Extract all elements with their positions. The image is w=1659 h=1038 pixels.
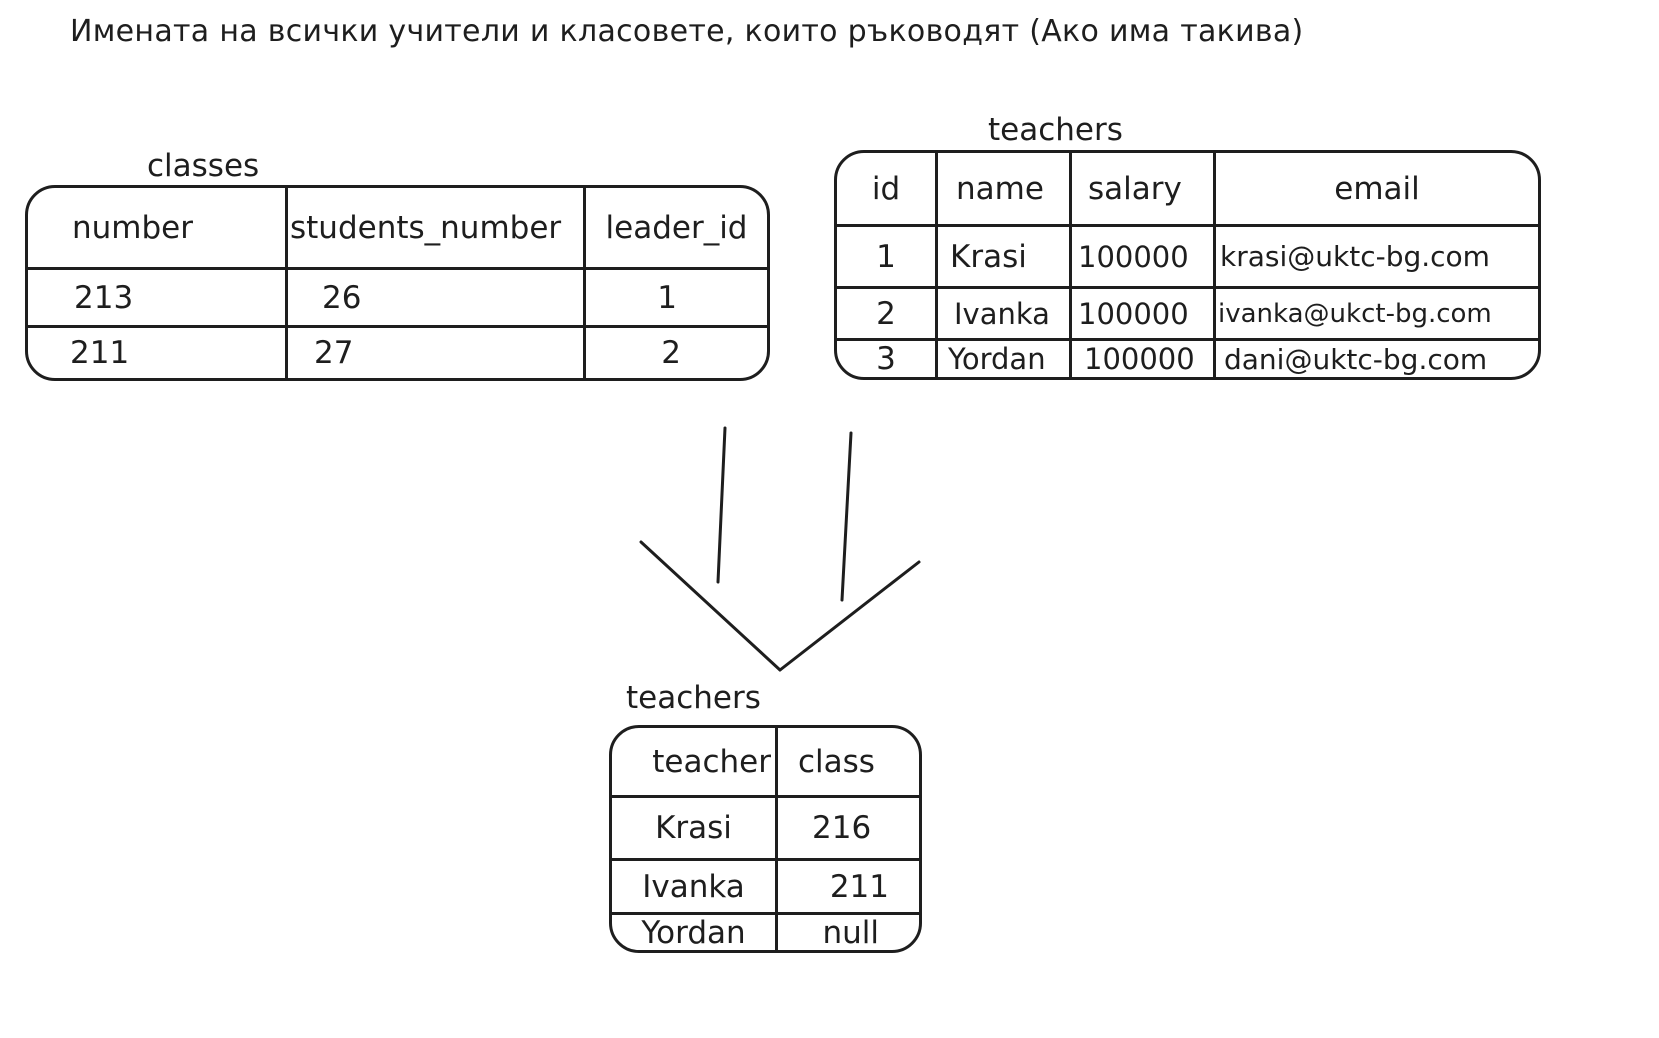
teachers-cell: dani@uktc-bg.com [1224, 342, 1488, 376]
teachers-header-salary: salary [1072, 153, 1216, 227]
classes-cell: 1 [586, 270, 767, 328]
teachers-header-email: email [1216, 153, 1538, 227]
teachers-cell: krasi@uktc-bg.com [1216, 227, 1538, 289]
teachers-header-name: name [938, 153, 1072, 227]
classes-table: number students_number leader_id 213 26 … [25, 185, 770, 381]
teachers-cell: 100000 [1072, 289, 1216, 341]
arrow-shaft-left [716, 426, 727, 584]
teachers-table-label: teachers [988, 112, 1123, 148]
teachers-header-id: id [837, 153, 938, 227]
classes-table-label: classes [147, 148, 260, 184]
teachers-table: id name salary email 1 Krasi 100000 kras… [834, 150, 1541, 380]
arrow-head-left [639, 540, 782, 672]
teachers-cell: Yordan [938, 341, 1072, 377]
result-cell: null [822, 915, 879, 950]
teachers-cell: 100000 [1072, 341, 1216, 377]
teachers-cell: 3 [837, 341, 938, 377]
result-table-label: teachers [626, 680, 761, 716]
result-header-teacher: teacher [612, 728, 778, 798]
classes-cell: 213 [28, 270, 288, 328]
result-table: teacher class Krasi 216 Ivanka 211 Yorda… [609, 725, 922, 953]
result-cell: 216 [778, 798, 919, 861]
classes-cell: 27 [288, 328, 586, 378]
result-cell: Krasi [612, 798, 778, 861]
teachers-cell: Ivanka [938, 289, 1072, 341]
result-cell: Ivanka [612, 861, 778, 915]
classes-header-leader-id: leader_id [586, 188, 767, 270]
arrow-head-right [778, 560, 921, 672]
teachers-cell: 100000 [1072, 227, 1216, 289]
classes-cell: 26 [288, 270, 586, 328]
classes-header-students-number: students_number [288, 188, 586, 270]
teachers-cell: 2 [837, 289, 938, 341]
classes-header-number: number [28, 188, 288, 270]
result-header-class: class [778, 728, 919, 798]
classes-cell: 211 [28, 328, 288, 378]
classes-cell: 2 [661, 335, 681, 371]
teachers-cell: ivanka@ukct-bg.com [1216, 289, 1538, 341]
result-cell: 211 [778, 861, 919, 915]
teachers-cell: 1 [837, 227, 938, 289]
teachers-cell: Krasi [938, 227, 1072, 289]
page-heading: Имената на всички учители и класовете, к… [70, 14, 1304, 49]
arrow-shaft-right [840, 431, 853, 602]
result-cell: Yordan [612, 915, 778, 950]
